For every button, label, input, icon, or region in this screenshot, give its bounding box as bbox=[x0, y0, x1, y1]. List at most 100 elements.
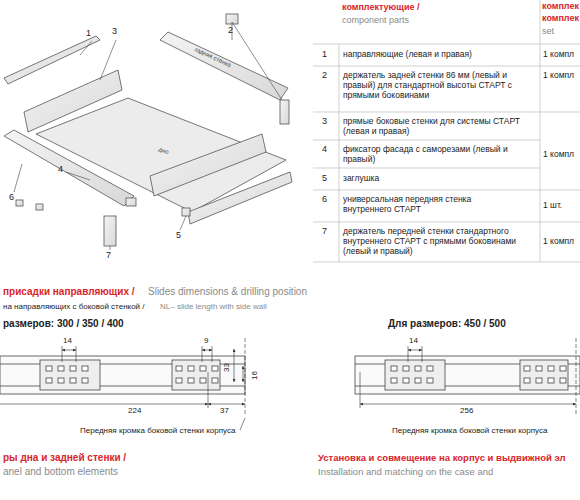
table-cell: прямые боковые стенки для системы СТАРТ … bbox=[343, 116, 535, 136]
back-holder-right bbox=[280, 100, 289, 124]
drill-hole bbox=[176, 378, 182, 383]
drill-hole bbox=[415, 366, 421, 371]
drill-hole bbox=[188, 366, 194, 371]
dimension-line bbox=[208, 404, 245, 405]
table-cell: 1 компл bbox=[543, 70, 574, 80]
size-heading: размеров: 300 / 350 / 400 bbox=[3, 318, 124, 330]
table-cell: 1 компл bbox=[543, 149, 574, 159]
drill-hole bbox=[82, 378, 88, 383]
dimension-line bbox=[243, 366, 244, 382]
table-cell: держатель задней стенки 86 мм (левый и п… bbox=[343, 70, 535, 101]
dimension-value: 14 bbox=[409, 336, 418, 346]
drill-hole bbox=[188, 378, 194, 383]
table-header: комплектующие / bbox=[342, 2, 419, 13]
drawer-illustration bbox=[4, 14, 292, 246]
drill-hole bbox=[391, 378, 397, 383]
section-heading: anel and bottom elements bbox=[3, 466, 118, 478]
table-cell: направляющие (левая и правая) bbox=[343, 49, 538, 59]
dimension-value: 16 bbox=[250, 371, 260, 380]
drill-hole bbox=[536, 366, 542, 371]
callout-number: 2 bbox=[228, 25, 233, 36]
dimension-value: 37 bbox=[220, 406, 229, 416]
slide-left bbox=[4, 36, 100, 84]
dimension-line bbox=[62, 346, 63, 362]
size-heading: Для размеров: 450 / 500 bbox=[388, 318, 506, 330]
table-cell: 6 bbox=[322, 194, 327, 205]
dimension-line bbox=[408, 346, 409, 362]
drill-hole bbox=[548, 366, 554, 371]
back-wall bbox=[160, 32, 288, 100]
drill-hole bbox=[548, 378, 554, 383]
table-header: component parts bbox=[342, 15, 409, 26]
callout-number: 6 bbox=[9, 192, 14, 203]
table-grid bbox=[313, 0, 580, 262]
drill-hole bbox=[403, 378, 409, 383]
dimension-value: 33 bbox=[222, 363, 232, 372]
drill-hole bbox=[200, 366, 206, 371]
table-cell: фиксатор фасада с саморезами (левый и пр… bbox=[343, 144, 535, 164]
table-grid bbox=[313, 140, 540, 141]
dimension-line bbox=[76, 346, 77, 362]
callout-number: 7 bbox=[106, 250, 111, 261]
drill-hole bbox=[524, 378, 530, 383]
callout-number: 3 bbox=[112, 26, 117, 37]
slide-right-view bbox=[391, 366, 566, 383]
leader-line bbox=[66, 172, 90, 180]
leader-line bbox=[232, 22, 282, 100]
table-cell: 1 компл bbox=[543, 236, 574, 246]
leader-line bbox=[80, 41, 92, 55]
drill-hole bbox=[536, 378, 542, 383]
leader-line bbox=[110, 246, 111, 250]
table-grid bbox=[540, 0, 541, 262]
table-cell: 3 bbox=[322, 116, 327, 127]
dimension-value: 9 bbox=[204, 336, 208, 346]
front-wall bbox=[4, 130, 134, 206]
section-heading: присадки направляющих / bbox=[3, 286, 135, 298]
table-header: set bbox=[542, 26, 554, 37]
slide-right-view bbox=[355, 356, 580, 394]
subheading: на направляющих с боковой стенкой / bbox=[3, 302, 145, 312]
slide-right-view bbox=[520, 360, 568, 390]
table-cell: 5 bbox=[322, 173, 327, 184]
drill-hole bbox=[58, 366, 64, 371]
fixator bbox=[126, 198, 136, 206]
dimension-line bbox=[408, 350, 422, 351]
dimension-value: 256 bbox=[460, 406, 473, 416]
slide-right-view bbox=[355, 356, 580, 394]
side-wall-right bbox=[150, 134, 266, 196]
drill-hole bbox=[200, 378, 206, 383]
table-cell: 1 bbox=[322, 49, 327, 60]
dimension-value: 224 bbox=[128, 406, 141, 416]
callout-number: 1 bbox=[86, 28, 91, 39]
drill-hole bbox=[176, 366, 182, 371]
drill-hole bbox=[70, 366, 76, 371]
foot bbox=[36, 204, 43, 210]
drill-hole bbox=[391, 366, 397, 371]
leader-line bbox=[14, 22, 282, 250]
leader-line bbox=[180, 216, 186, 230]
dimension-line bbox=[208, 372, 209, 408]
leader-line bbox=[100, 40, 116, 80]
drill-hole bbox=[82, 366, 88, 371]
table-cell: держатель передней стенки стандартного в… bbox=[343, 226, 535, 257]
drill-hole bbox=[212, 366, 218, 371]
foot bbox=[16, 200, 23, 206]
table-header: комплек bbox=[542, 13, 579, 24]
front-holder bbox=[104, 216, 116, 246]
edge-note: Передняя кромка боковой стенки корпуса bbox=[392, 426, 547, 436]
dimension-line bbox=[0, 404, 208, 405]
dimension-line bbox=[202, 350, 212, 351]
edge-note: Передняя кромка боковой стенки корпуса bbox=[80, 426, 235, 436]
drill-hole bbox=[212, 378, 218, 383]
dimension-line bbox=[240, 418, 245, 430]
table-grid bbox=[313, 168, 540, 169]
drill-hole bbox=[427, 378, 433, 383]
drill-hole bbox=[70, 378, 76, 383]
dimension-line bbox=[0, 338, 576, 430]
table-cell: заглушка bbox=[343, 173, 535, 183]
dimension-line bbox=[234, 349, 235, 382]
section-heading: Установка и совмещение на корпус и выдви… bbox=[318, 452, 566, 463]
subheading: NL– slide length with side wall bbox=[160, 302, 267, 312]
section-heading: Slides dimensions & drilling position bbox=[148, 286, 307, 298]
dimension-line bbox=[202, 346, 203, 362]
